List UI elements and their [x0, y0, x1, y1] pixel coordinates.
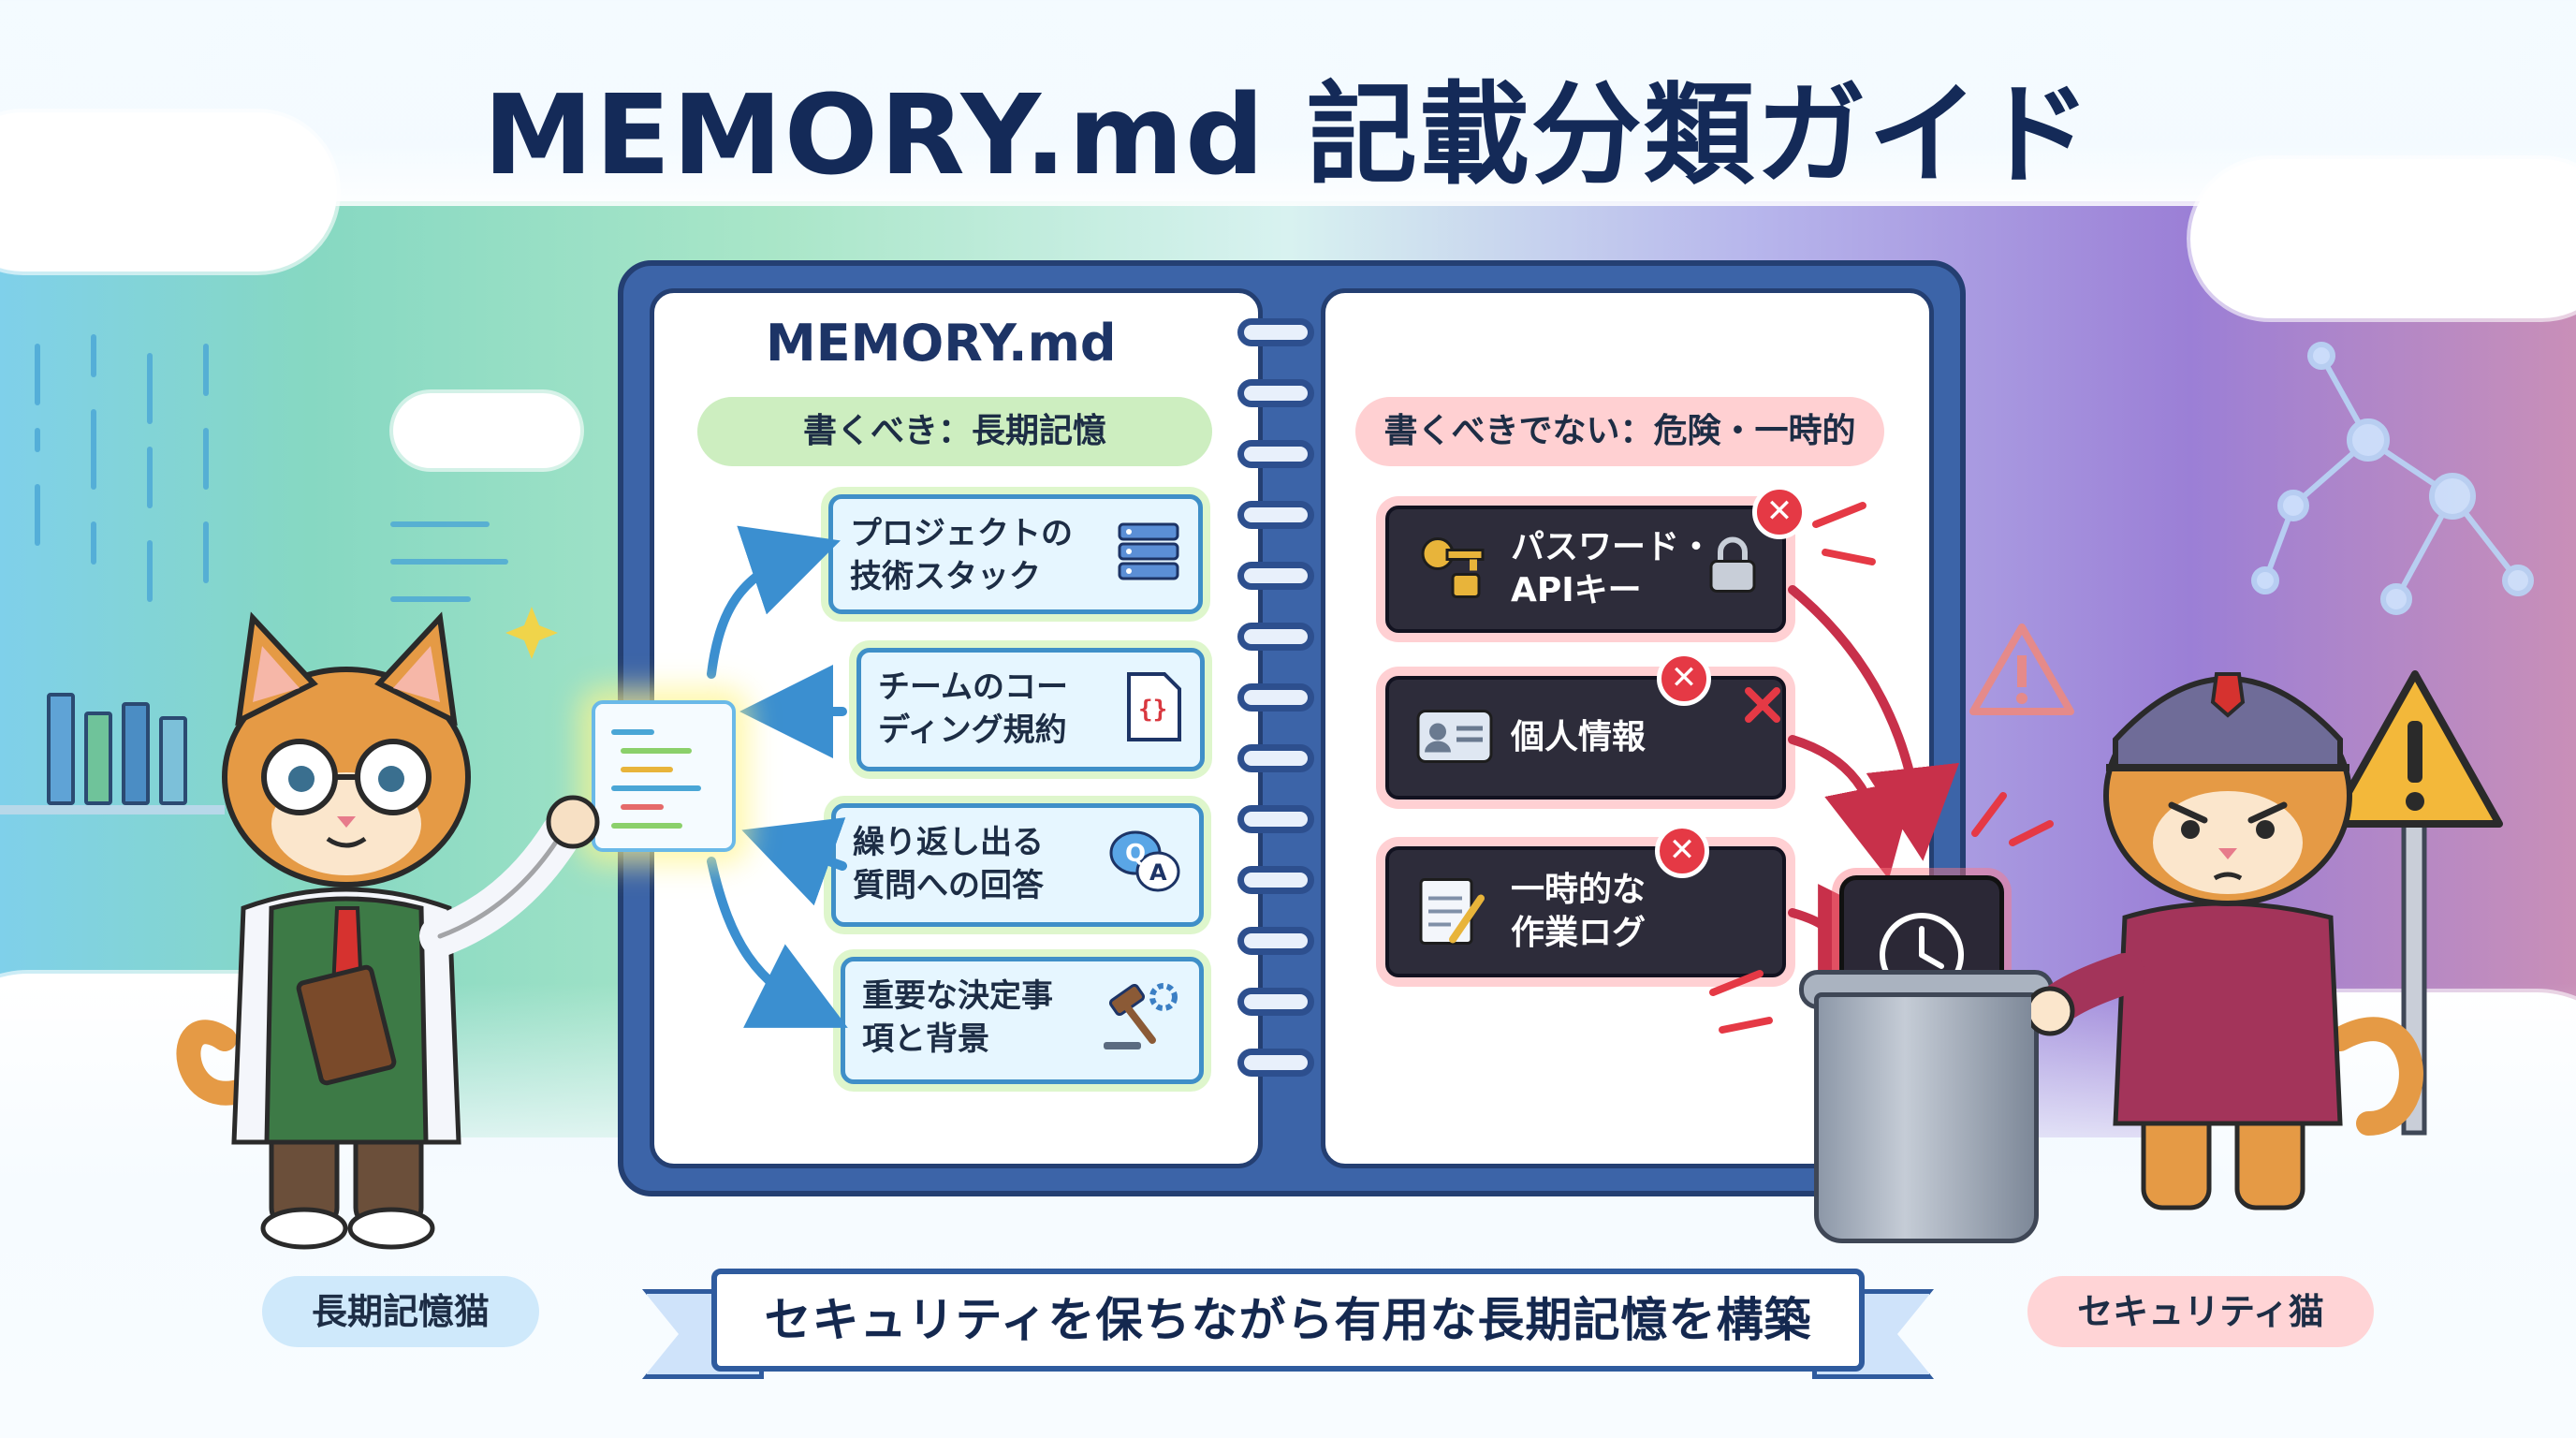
- long-term-memory-cat: [176, 611, 600, 1250]
- spiral-ring: [1237, 988, 1314, 1016]
- page-title: MEMORY.md 記載分類ガイド: [483, 70, 2093, 199]
- bad-item-line: APIキー: [1511, 571, 1642, 609]
- spiral-ring: [1237, 744, 1314, 772]
- spiral-ring: [1237, 805, 1314, 833]
- book: [47, 693, 75, 805]
- lock-icon: [1707, 536, 1758, 602]
- notebook-heading: MEMORY.md: [766, 314, 1117, 373]
- notepad-icon: [1415, 871, 1486, 954]
- svg-text:{}: {}: [1138, 696, 1167, 724]
- code-document-icon: [592, 700, 736, 852]
- good-item-line: ディング規約: [878, 712, 1067, 749]
- svg-text:A: A: [1149, 859, 1167, 886]
- key-icon: [1415, 530, 1490, 609]
- bad-item-passwords: パスワード・ APIキー: [1385, 506, 1786, 633]
- spiral-ring: [1237, 866, 1314, 894]
- book: [159, 716, 187, 805]
- x-badge-icon: ✕: [1752, 485, 1807, 539]
- bad-section-label: 書くべきでない：危険・一時的: [1355, 397, 1884, 466]
- spiral-ring: [1237, 1049, 1314, 1077]
- bad-item-personal-info: 個人情報: [1385, 676, 1786, 800]
- good-item-coding-rules: チームのコー ディング規約 {}: [856, 648, 1205, 771]
- good-item-line: プロジェクトの: [850, 515, 1073, 552]
- spiral-ring: [1237, 440, 1314, 468]
- title-band: [0, 140, 2576, 206]
- code-document-icon: {}: [1125, 670, 1183, 749]
- good-item-line: 技術スタック: [850, 558, 1041, 595]
- bookshelf: [0, 805, 225, 814]
- good-item-line: 重要な決定事: [862, 977, 1053, 1015]
- spiral-ring: [1237, 683, 1314, 712]
- good-item-line: 質問への回答: [853, 867, 1044, 904]
- bad-item-line: 作業ログ: [1511, 914, 1647, 952]
- book: [122, 702, 150, 805]
- spiral-ring: [1237, 318, 1314, 346]
- bad-item-line: パスワード・: [1511, 528, 1714, 566]
- spiral-ring: [1237, 379, 1314, 407]
- bad-item-temp-logs: 一時的な 作業ログ: [1385, 846, 1786, 977]
- warning-sign: [2327, 670, 2503, 1136]
- warning-triangle-decoration: [1969, 624, 2074, 715]
- good-item-tech-stack: プロジェクトの 技術スタック: [828, 494, 1203, 614]
- bad-item-line: 一時的な: [1511, 871, 1647, 909]
- gavel-gear-icon: [1098, 980, 1182, 1061]
- x-badge-icon: ✕: [1657, 652, 1711, 706]
- bad-item-line: 個人情報: [1511, 718, 1647, 756]
- good-item-decisions: 重要な決定事 項と背景: [841, 957, 1204, 1084]
- server-stack-icon: [1116, 519, 1181, 590]
- security-cat-label: セキュリティ猫: [2027, 1276, 2374, 1347]
- security-cat: [2031, 672, 2423, 1211]
- long-term-memory-cat-label: 長期記憶猫: [262, 1276, 539, 1347]
- cloud-left-small: [393, 393, 580, 468]
- good-item-line: 繰り返し出る: [853, 824, 1044, 861]
- id-card-icon: [1415, 706, 1494, 770]
- svg-text:Q: Q: [1125, 840, 1146, 868]
- summary-ribbon: セキュリティを保ちながら有用な長期記憶を構築: [711, 1269, 1865, 1372]
- spiral-ring: [1237, 927, 1314, 955]
- spiral-ring: [1237, 623, 1314, 651]
- trash-can-icon: [1814, 992, 2039, 1243]
- x-badge-icon: ✕: [1655, 824, 1709, 878]
- book: [84, 712, 112, 805]
- spiral-ring: [1237, 562, 1314, 590]
- good-item-line: チームのコー: [878, 668, 1068, 706]
- good-item-line: 項と背景: [862, 1020, 989, 1058]
- spiral-ring: [1237, 501, 1314, 529]
- good-section-label: 書くべき：長期記憶: [697, 397, 1212, 466]
